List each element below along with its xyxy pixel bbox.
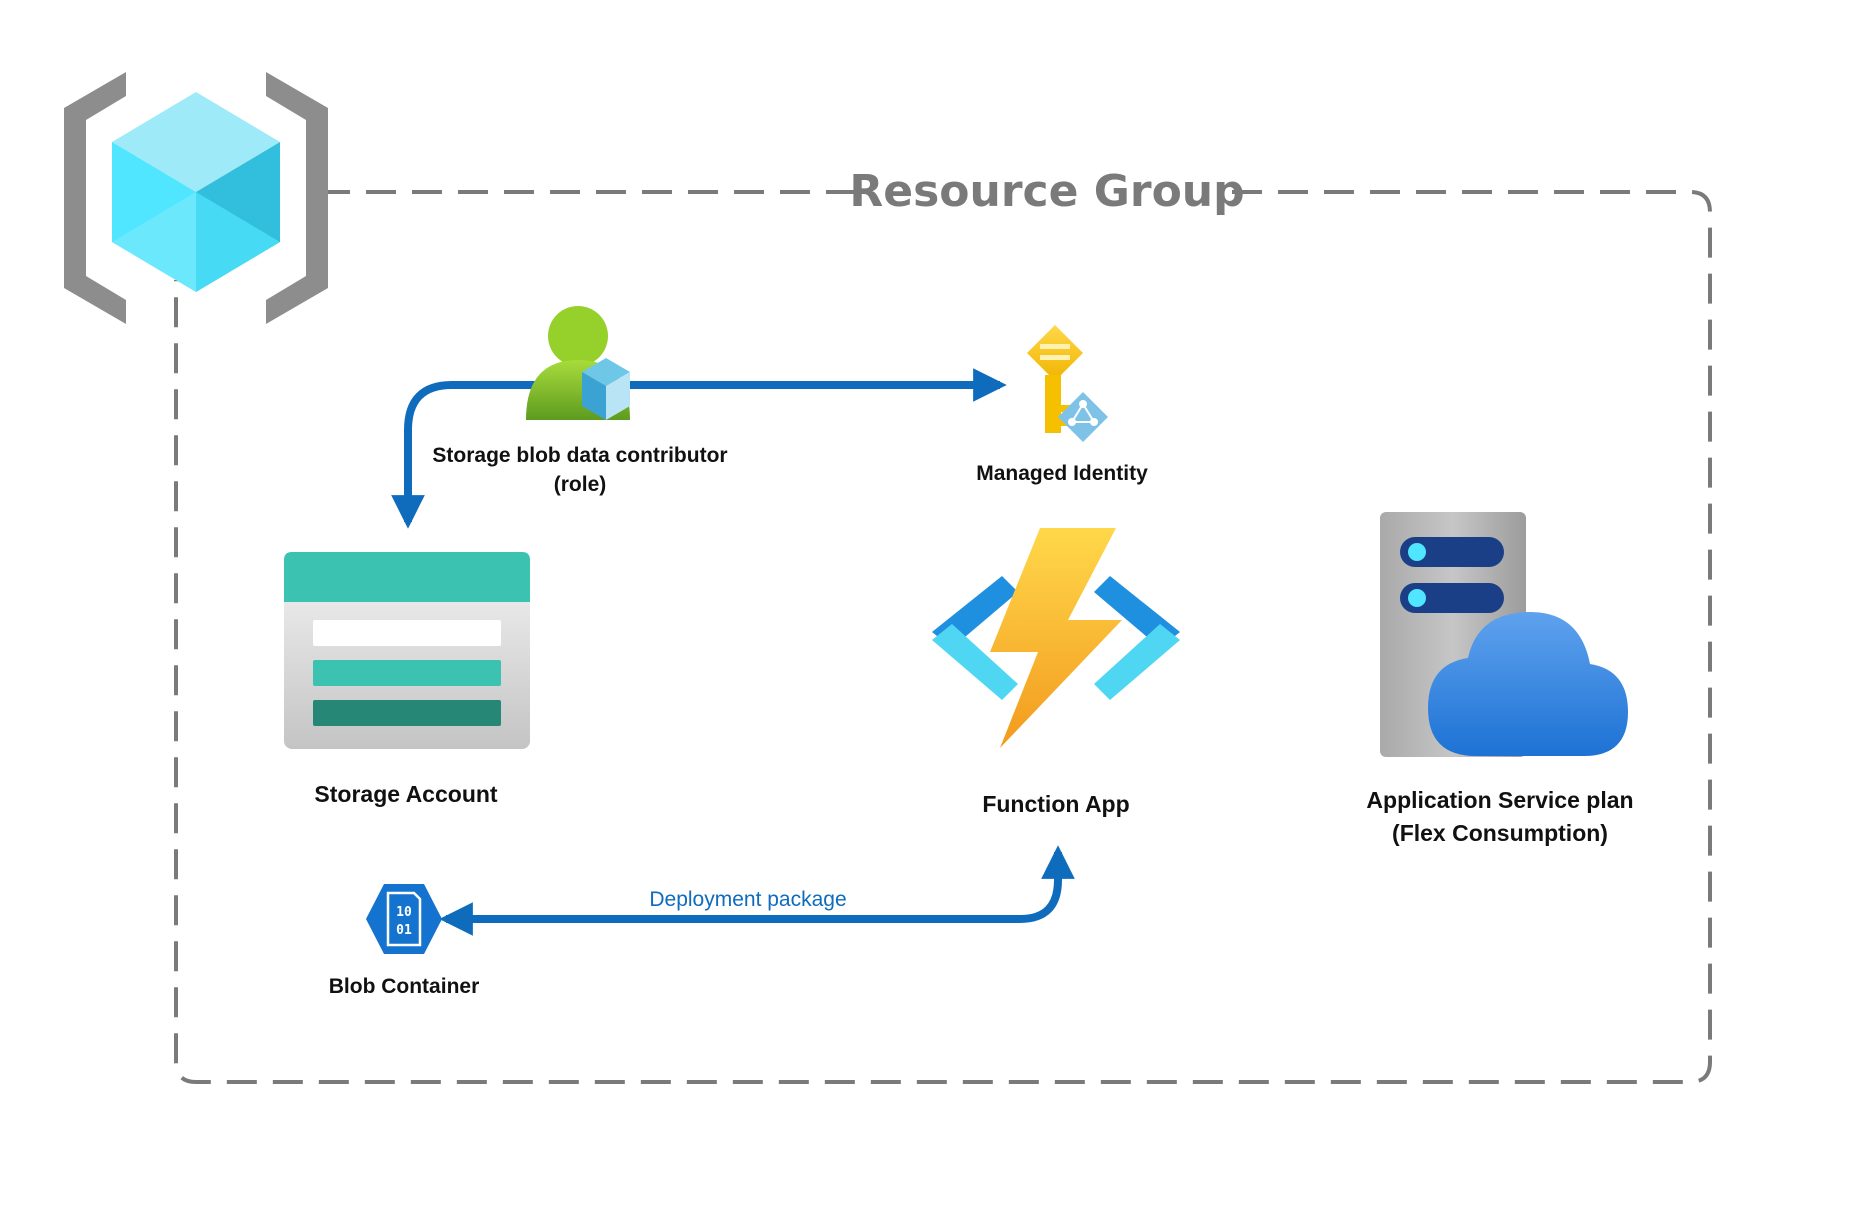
deployment-arrow — [439, 845, 1075, 936]
blob-icon-text-top: 10 — [396, 905, 412, 920]
blob-container-icon: 10 01 — [366, 884, 442, 954]
resource-group-icon — [64, 72, 328, 324]
storage-account-label: Storage Account — [314, 781, 498, 807]
function-app-icon — [932, 528, 1180, 748]
service-plan-label-line2: (Flex Consumption) — [1392, 820, 1608, 846]
role-to-storage-arrow — [391, 381, 540, 529]
role-label-line1: Storage blob data contributor — [432, 444, 727, 467]
managed-identity-label: Managed Identity — [976, 462, 1148, 485]
app-service-plan-icon — [1380, 512, 1628, 757]
role-assignment-icon — [526, 306, 630, 420]
storage-account-icon — [284, 552, 530, 749]
deployment-package-label: Deployment package — [649, 888, 846, 911]
resource-group-border — [174, 190, 1712, 1084]
function-app-label: Function App — [982, 791, 1129, 817]
role-label-line2: (role) — [554, 473, 607, 496]
blob-icon-text-bottom: 01 — [396, 923, 412, 938]
blob-container-label: Blob Container — [329, 975, 480, 998]
managed-identity-key-icon — [1027, 325, 1108, 442]
service-plan-label-line1: Application Service plan — [1366, 787, 1633, 813]
resource-group-title: Resource Group — [849, 166, 1244, 217]
